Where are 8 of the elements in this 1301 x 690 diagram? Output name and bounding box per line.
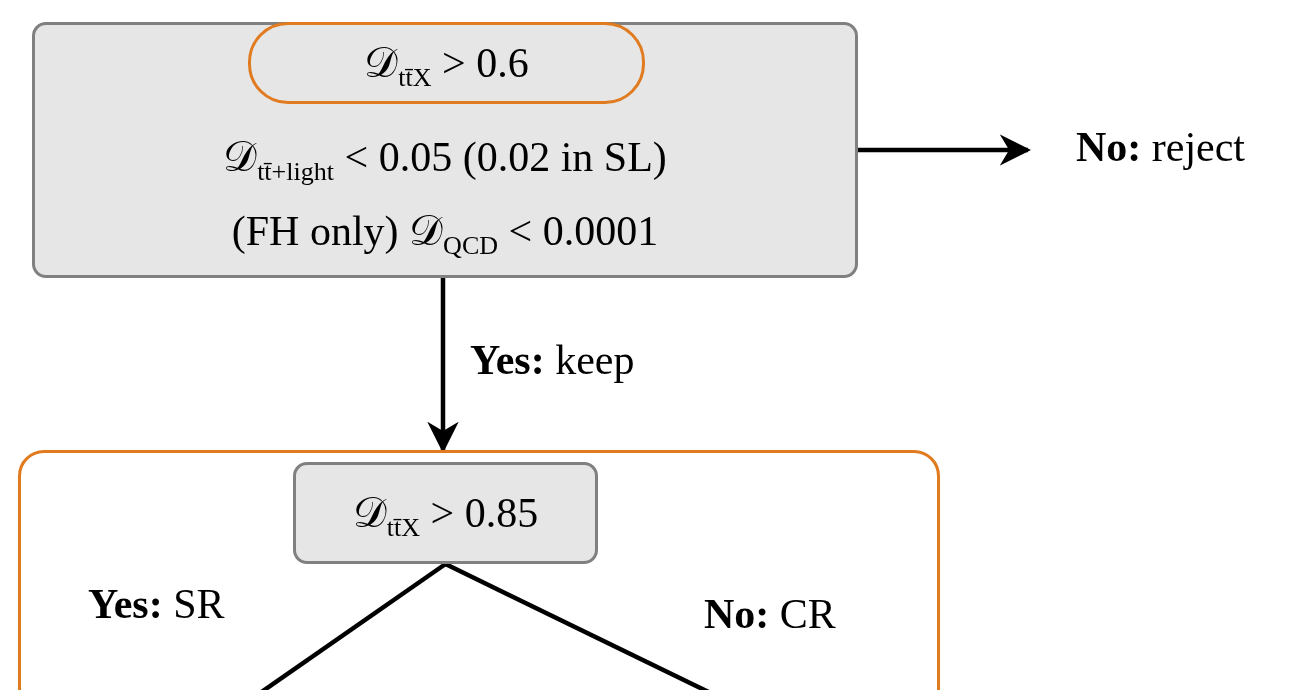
condition-box (293, 462, 598, 564)
condition-text: 𝒟$_{tt̄X}$ > 0.85 (352, 488, 539, 538)
arrow (858, 134, 1032, 166)
condition-text: 𝒟$_{tt̄+light}$ < 0.05 (0.02 in SL) (223, 133, 667, 189)
condition-text: (FH only) 𝒟$_{QCD}$ < 0.0001 (231, 206, 659, 262)
condition-text: No: reject (1075, 122, 1246, 172)
condition-text: 𝒟$_{tt̄X}$ > 0.6 (364, 38, 529, 88)
condition-box (32, 22, 858, 278)
